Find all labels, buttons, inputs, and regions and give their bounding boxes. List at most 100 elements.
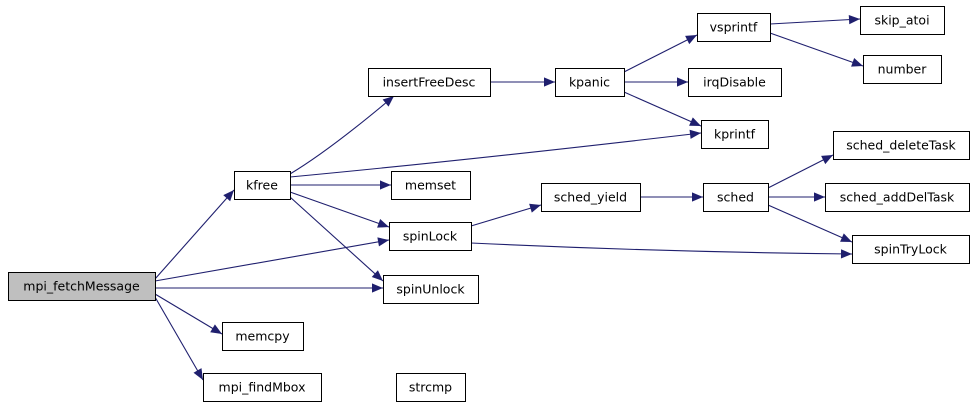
graph-node-vsprintf[interactable]: vsprintf (697, 13, 771, 42)
edge-sched_yield-to-sched (640, 192, 703, 202)
edge-line (154, 239, 390, 282)
edge-line (289, 95, 395, 175)
graph-node-strcmp[interactable]: strcmp (396, 373, 466, 402)
edge-mpi_fetchMessage-to-spinLock (154, 237, 390, 282)
node-box[interactable] (555, 68, 625, 97)
node-label: memset (405, 178, 456, 193)
node-label: spinTryLock (874, 242, 947, 257)
graph-node-kfree[interactable]: kfree (234, 171, 291, 200)
arrowhead-icon (377, 218, 389, 228)
node-label: mpi_findMbox (219, 380, 306, 395)
edge-kpanic-to-vsprintf (623, 34, 698, 73)
arrowhead-icon (848, 15, 860, 25)
graph-node-number[interactable]: number (863, 55, 942, 84)
arrowhead-icon (529, 203, 541, 213)
node-box[interactable] (203, 373, 322, 402)
node-label: kpanic (569, 75, 610, 90)
graph-node-sched_addDelTask[interactable]: sched_addDelTask (825, 183, 970, 212)
node-box[interactable] (825, 183, 970, 212)
node-label: strcmp (409, 380, 452, 395)
edge-spinLock-to-spinTryLock (470, 242, 853, 259)
edge-kpanic-to-kprintf (623, 91, 702, 127)
arrowhead-icon (689, 129, 701, 139)
node-box[interactable] (863, 55, 942, 84)
edge-line (769, 32, 864, 67)
node-box[interactable] (234, 171, 291, 200)
edge-sched-to-sched_addDelTask (768, 192, 825, 202)
graph-node-spinLock[interactable]: spinLock (389, 222, 472, 251)
edge-mpi_fetchMessage-to-kfree (154, 189, 235, 280)
nodes-layer: mpi_fetchMessage kfree memcpy mpi_findMbox s… (8, 6, 970, 402)
graph-node-memcpy[interactable]: memcpy (222, 322, 304, 351)
arrowhead-icon (689, 117, 701, 126)
edge-line (767, 204, 853, 243)
node-label: memcpy (235, 329, 290, 344)
graph-node-sched_deleteTask[interactable]: sched_deleteTask (833, 131, 970, 160)
node-label: sched (717, 190, 754, 205)
arrowhead-icon (380, 180, 391, 190)
node-box[interactable] (222, 322, 304, 351)
graph-node-spinUnlock[interactable]: spinUnlock (383, 275, 479, 304)
node-box[interactable] (541, 183, 641, 212)
edge-line (289, 196, 384, 282)
node-label: sched_yield (554, 190, 627, 205)
edge-line (289, 191, 390, 228)
edge-line (470, 204, 542, 227)
graph-node-kprintf[interactable]: kprintf (701, 120, 769, 149)
node-box[interactable] (368, 68, 491, 97)
edge-kfree-to-spinUnlock (289, 196, 384, 282)
node-box[interactable] (833, 131, 970, 160)
graph-node-irqDisable[interactable]: irqDisable (688, 68, 782, 97)
node-label: kprintf (714, 127, 756, 142)
graph-node-kpanic[interactable]: kpanic (555, 68, 625, 97)
arrowhead-icon (193, 368, 203, 380)
edge-line (623, 91, 702, 127)
graph-node-insertFreeDesc[interactable]: insertFreeDesc (368, 68, 491, 97)
node-box[interactable] (391, 171, 471, 200)
node-box[interactable] (697, 13, 771, 42)
node-box[interactable] (852, 235, 970, 264)
arrowhead-icon (372, 283, 383, 293)
graph-node-sched_yield[interactable]: sched_yield (541, 183, 641, 212)
node-box[interactable] (383, 275, 479, 304)
edge-line (470, 242, 853, 255)
edge-line (154, 296, 204, 381)
edges-layer (154, 15, 864, 381)
arrowhead-icon (840, 249, 852, 259)
arrowhead-icon (382, 96, 394, 107)
arrowhead-icon (210, 324, 222, 334)
edge-line (769, 18, 861, 25)
node-label: spinUnlock (396, 282, 465, 297)
edge-kfree-to-spinLock (289, 191, 390, 228)
edge-spinLock-to-sched_yield (470, 203, 542, 227)
node-label: insertFreeDesc (383, 75, 476, 90)
edge-mpi_fetchMessage-to-spinUnlock (155, 283, 383, 293)
edge-kfree-to-kprintf (289, 129, 702, 178)
graph-node-mpi_findMbox[interactable]: mpi_findMbox (203, 373, 322, 402)
graph-node-spinTryLock[interactable]: spinTryLock (852, 235, 970, 264)
node-label: irqDisable (703, 75, 766, 90)
node-box[interactable] (396, 373, 466, 402)
node-box[interactable] (703, 183, 769, 212)
node-box[interactable] (701, 120, 769, 149)
edge-kpanic-to-irqDisable (624, 77, 688, 87)
node-label: number (878, 62, 928, 77)
node-box[interactable] (389, 222, 472, 251)
graph-node-memset[interactable]: memset (391, 171, 471, 200)
edge-kfree-to-memset (290, 180, 391, 190)
node-box[interactable] (688, 68, 782, 97)
node-box[interactable] (860, 6, 945, 35)
node-label: sched_addDelTask (840, 190, 955, 205)
edge-line (154, 189, 235, 280)
graph-node-skip_atoi[interactable]: skip_atoi (860, 6, 945, 35)
graph-node-sched[interactable]: sched (703, 183, 769, 212)
edge-mpi_fetchMessage-to-memcpy (154, 293, 223, 335)
graph-node-mpi_fetchMessage[interactable]: mpi_fetchMessage (8, 272, 156, 301)
arrowhead-icon (371, 270, 383, 281)
arrowhead-icon (223, 190, 234, 202)
node-label: skip_atoi (874, 13, 929, 28)
node-box[interactable] (8, 272, 156, 301)
edge-mpi_fetchMessage-to-mpi_findMbox (154, 296, 204, 381)
